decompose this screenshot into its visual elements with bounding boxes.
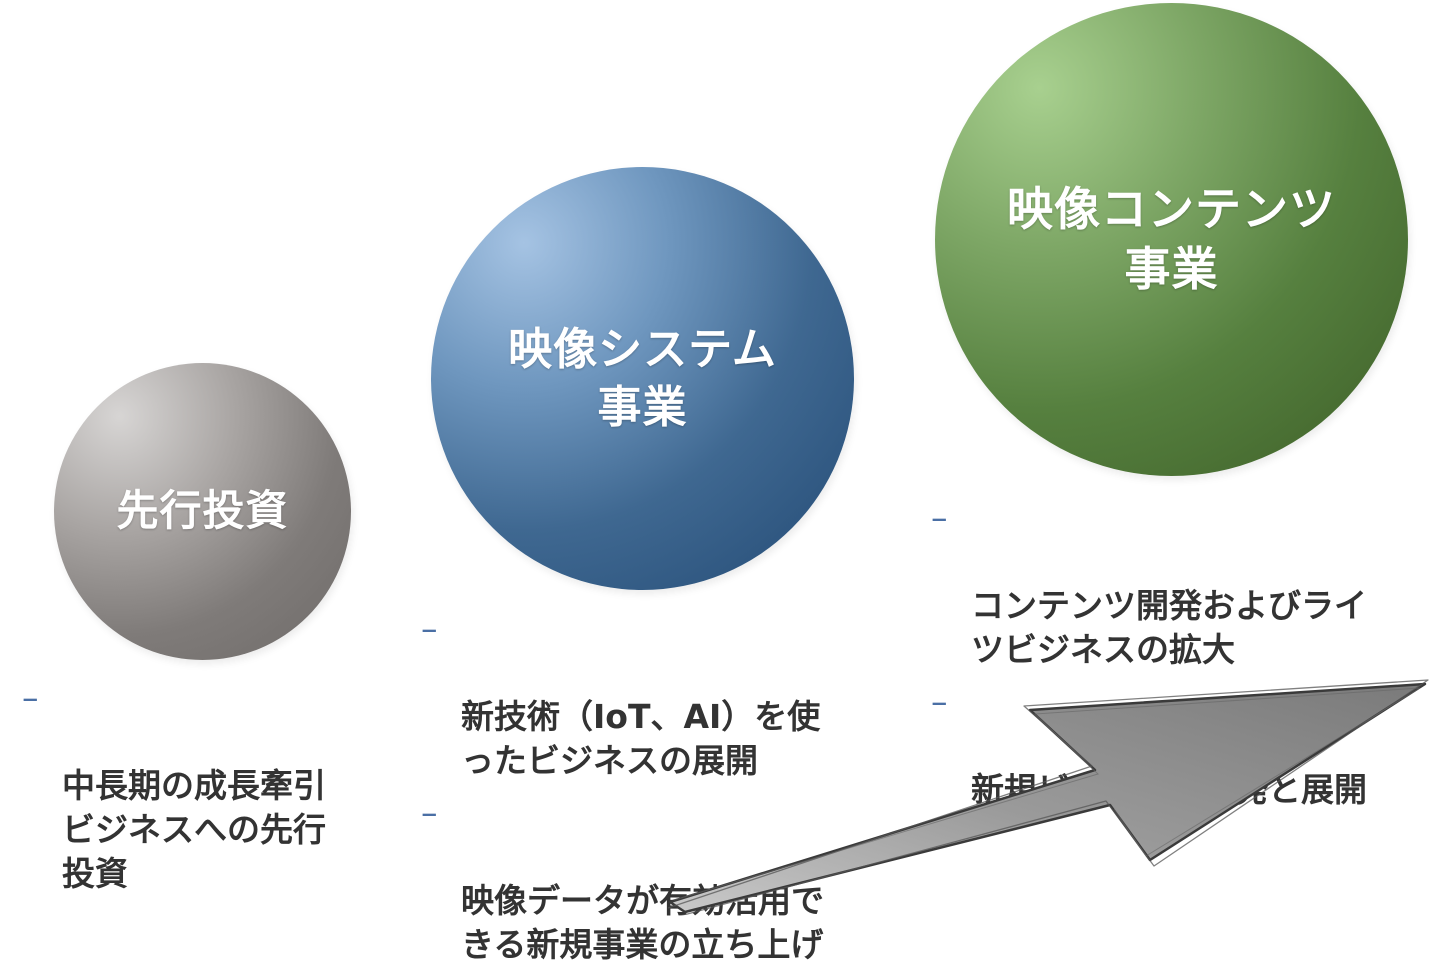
bullet-text: 新技術（IoT、AI）を使 ったビジネスの展開 xyxy=(461,697,821,780)
stage-circle-video-system: 映像システム 事業 xyxy=(431,167,854,590)
bullet-item: – コンテンツ開発およびライ ツビジネスの拡大 xyxy=(931,496,1431,672)
stage-title: 先行投資 xyxy=(116,486,289,536)
bullet-list-advance-investment: – 中長期の成長牽引 ビジネスへの先行 投資 xyxy=(22,676,382,904)
bullet-text: 中長期の成長牽引 ビジネスへの先行 投資 xyxy=(62,766,326,893)
bullet-text: コンテンツ開発およびライ ツビジネスの拡大 xyxy=(971,586,1367,669)
stage-title: 映像システム 事業 xyxy=(508,324,777,433)
stage-circle-video-content: 映像コンテンツ 事業 xyxy=(935,3,1408,476)
bullet-marker: – xyxy=(931,682,948,721)
bullet-marker: – xyxy=(22,678,39,717)
growth-arrow-icon xyxy=(667,679,1429,915)
stage-title: 映像コンテンツ 事業 xyxy=(1007,181,1336,296)
stage-circle-advance-investment: 先行投資 xyxy=(54,363,351,660)
bullet-item: – 中長期の成長牽引 ビジネスへの先行 投資 xyxy=(22,676,382,896)
bullet-marker: – xyxy=(421,609,438,648)
bullet-item: – 新技術（IoT、AI）を使 ったビジネスの展開 xyxy=(421,607,891,783)
bullet-marker: – xyxy=(421,793,438,832)
bullet-marker: – xyxy=(931,498,948,537)
